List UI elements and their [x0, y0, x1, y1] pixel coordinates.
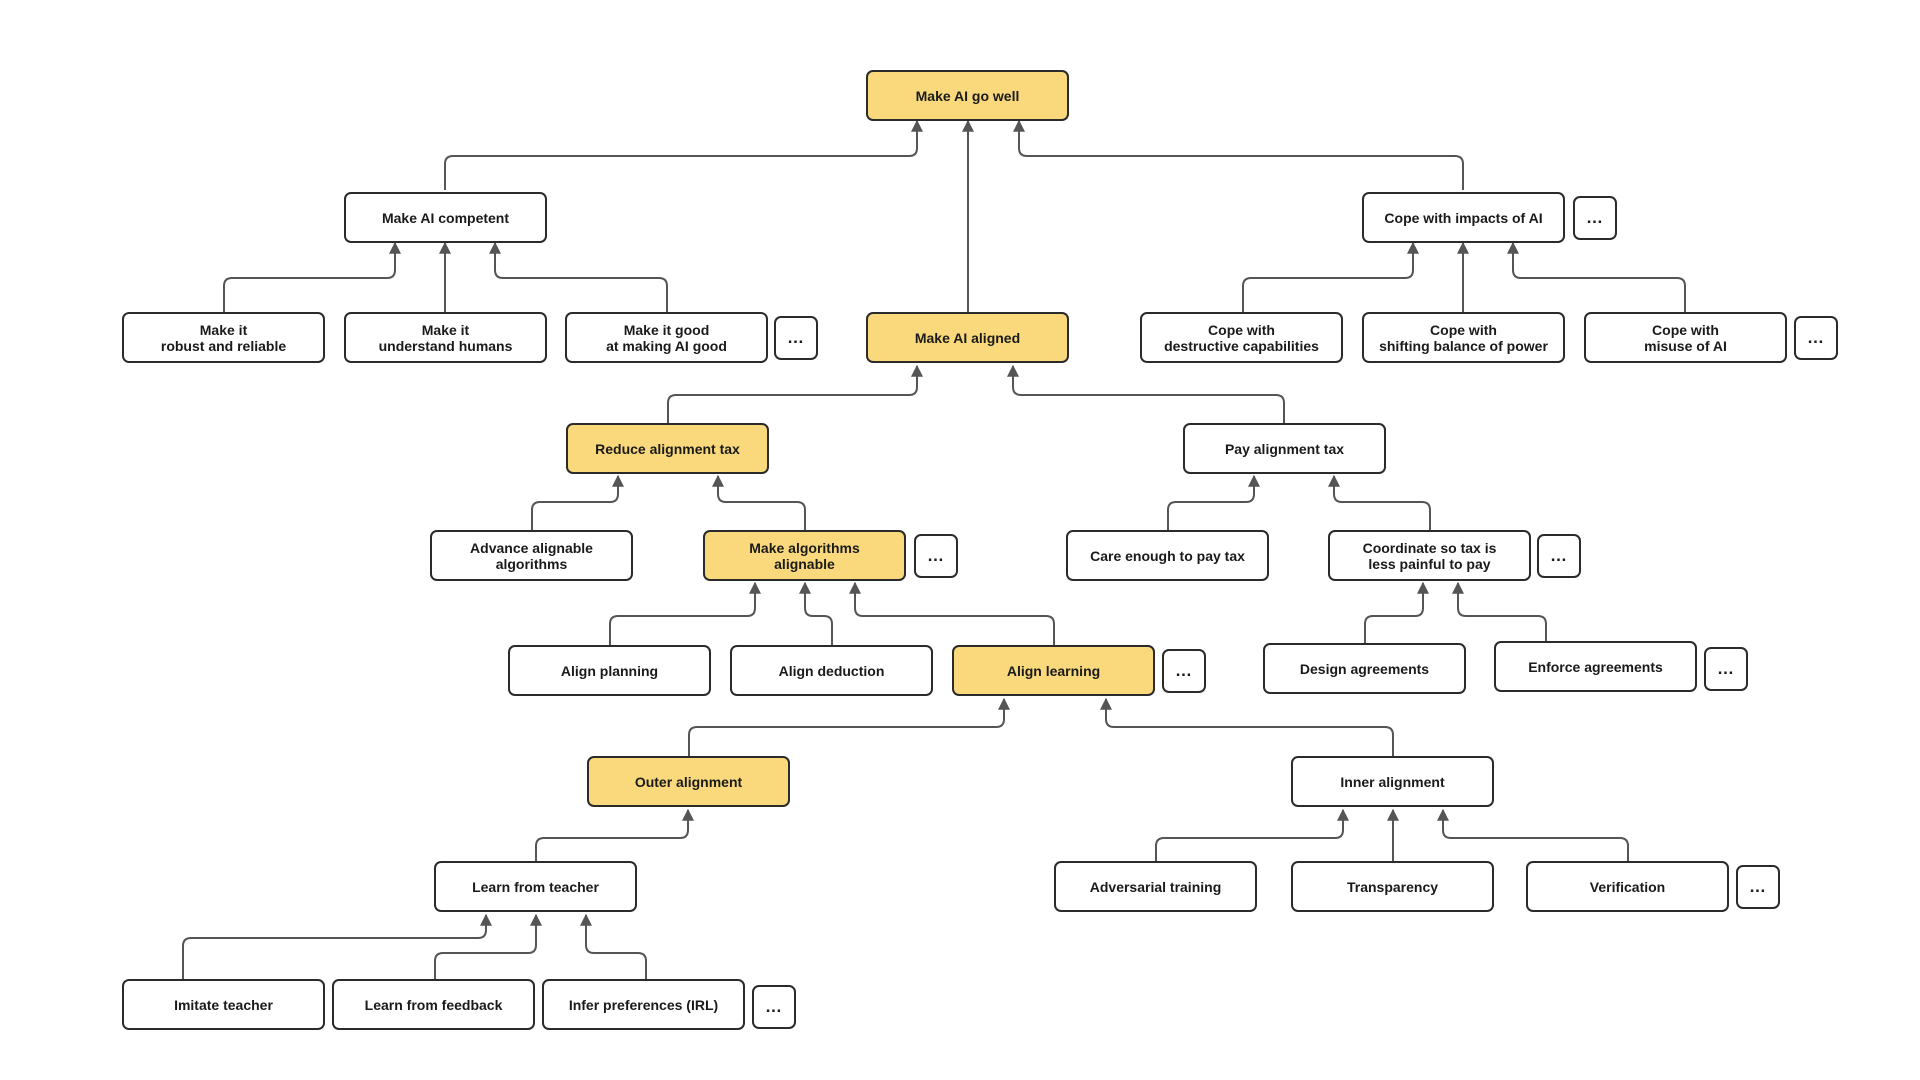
node-robust-reliable[interactable]: Make it robust and reliable [122, 312, 325, 363]
more-enforce-agreements[interactable]: … [1704, 647, 1748, 691]
node-reduce-alignment-tax[interactable]: Reduce alignment tax [566, 423, 769, 474]
node-good-at-making-ai-good[interactable]: Make it good at making AI good [565, 312, 768, 363]
node-infer-preferences-irl[interactable]: Infer preferences (IRL) [542, 979, 745, 1030]
edge-adversarial-inner [1155, 808, 1349, 862]
more-verification[interactable]: … [1736, 865, 1780, 909]
edge-teacher-outer [535, 808, 694, 862]
more-align-learning[interactable]: … [1162, 649, 1206, 693]
edge-destructive-cope [1242, 241, 1419, 313]
edge-learning-alignable [849, 581, 1055, 646]
node-verification[interactable]: Verification [1526, 861, 1729, 912]
node-understand-humans[interactable]: Make it understand humans [344, 312, 547, 363]
node-make-ai-competent[interactable]: Make AI competent [344, 192, 547, 243]
node-align-planning[interactable]: Align planning [508, 645, 711, 696]
node-design-agreements[interactable]: Design agreements [1263, 643, 1466, 694]
node-align-learning[interactable]: Align learning [952, 645, 1155, 696]
edge-design-coordinate [1364, 581, 1429, 644]
edge-care-pay [1167, 474, 1260, 531]
node-shifting-balance-of-power[interactable]: Cope with shifting balance of power [1362, 312, 1565, 363]
node-pay-alignment-tax[interactable]: Pay alignment tax [1183, 423, 1386, 474]
node-make-ai-aligned[interactable]: Make AI aligned [866, 312, 1069, 363]
edge-reduce-aligned [667, 364, 923, 424]
edge-good-competent [489, 241, 668, 313]
node-care-enough-to-pay-tax[interactable]: Care enough to pay tax [1066, 530, 1269, 581]
node-destructive-capabilities[interactable]: Cope with destructive capabilities [1140, 312, 1343, 363]
node-coordinate-tax[interactable]: Coordinate so tax is less painful to pay [1328, 530, 1531, 581]
node-make-ai-go-well[interactable]: Make AI go well [866, 70, 1069, 121]
node-outer-alignment[interactable]: Outer alignment [587, 756, 790, 807]
node-make-algorithms-alignable[interactable]: Make algorithms alignable [703, 530, 906, 581]
node-advance-alignable-algorithms[interactable]: Advance alignable algorithms [430, 530, 633, 581]
edge-misuse-cope [1507, 241, 1686, 313]
more-misuse-of-ai[interactable]: … [1794, 316, 1838, 360]
node-transparency[interactable]: Transparency [1291, 861, 1494, 912]
edge-coordinate-pay [1328, 474, 1431, 531]
node-align-deduction[interactable]: Align deduction [730, 645, 933, 696]
node-adversarial-training[interactable]: Adversarial training [1054, 861, 1257, 912]
edge-feedback-teacher [434, 913, 542, 980]
node-learn-from-feedback[interactable]: Learn from feedback [332, 979, 535, 1030]
edge-imitate-teacher [182, 913, 492, 980]
edge-advance-reduce [531, 474, 624, 531]
edge-outer-learning [688, 697, 1010, 757]
edge-cope-root [1013, 119, 1464, 190]
node-inner-alignment[interactable]: Inner alignment [1291, 756, 1494, 807]
edge-competent-root [444, 119, 923, 190]
edge-infer-teacher [580, 913, 647, 980]
edge-robust-competent [223, 241, 401, 313]
edge-inner-learning [1100, 697, 1394, 757]
edge-verification-inner [1437, 808, 1629, 862]
more-infer-preferences[interactable]: … [752, 985, 796, 1029]
edge-pay-aligned [1007, 364, 1285, 424]
edge-enforce-coordinate [1452, 581, 1547, 642]
more-make-algorithms-alignable[interactable]: … [914, 534, 958, 578]
more-good-at-making-ai-good[interactable]: … [774, 316, 818, 360]
edge-planning-alignable [609, 581, 761, 646]
node-cope-with-impacts[interactable]: Cope with impacts of AI [1362, 192, 1565, 243]
node-enforce-agreements[interactable]: Enforce agreements [1494, 641, 1697, 692]
node-misuse-of-ai[interactable]: Cope with misuse of AI [1584, 312, 1787, 363]
edge-alignable-reduce [712, 474, 806, 531]
more-coordinate-tax[interactable]: … [1537, 534, 1581, 578]
node-imitate-teacher[interactable]: Imitate teacher [122, 979, 325, 1030]
edge-deduction-alignable [799, 581, 833, 646]
more-cope-with-impacts[interactable]: … [1573, 196, 1617, 240]
node-learn-from-teacher[interactable]: Learn from teacher [434, 861, 637, 912]
